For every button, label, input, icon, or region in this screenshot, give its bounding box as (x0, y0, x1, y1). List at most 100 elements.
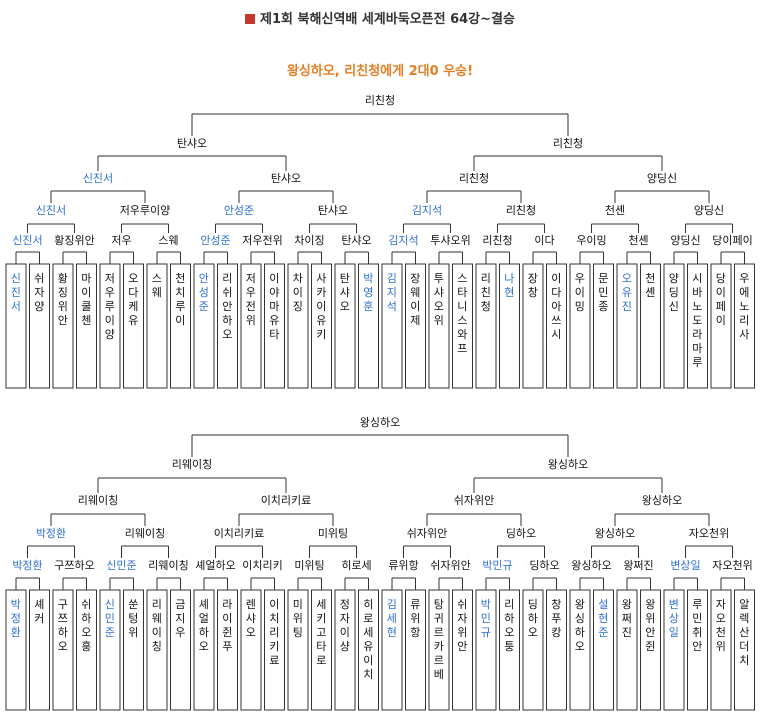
tournament-title: 제1회 북해신역배 세계바둑오픈전 64강~결승 (260, 12, 515, 27)
round-winner-label: 리친청 (482, 234, 512, 247)
round-winner-label: 리친청 (553, 137, 583, 150)
round-winner-label: 안성준 (200, 234, 230, 247)
result-headline: 왕싱하오, 리친청에게 2대0 우승! (286, 64, 474, 79)
round-winner-label: 신진서 (12, 234, 42, 247)
round-winner-label: 왕싱하오 (595, 526, 635, 540)
round-winner-label: 저우전위 (242, 234, 282, 247)
round-winner-label: 구쯔하오 (54, 558, 94, 572)
red-square-icon (245, 14, 256, 24)
round-winner-label: 저우루이양 (120, 204, 171, 217)
round-winner-label: 딩하오 (529, 558, 559, 572)
round-winner-label: 쉬자위안 (407, 527, 447, 540)
round-winner-label: 리웨이칭 (172, 458, 212, 471)
round-winner-label: 셰얼하오 (195, 558, 235, 572)
round-winner-label: 차이징 (294, 234, 324, 247)
round-winner-label: 리친청 (365, 94, 395, 107)
round-winner-label: 왕싱하오 (360, 415, 400, 429)
round-winner-label: 쉬자위안 (430, 559, 470, 572)
round-winner-label: 이치리키료 (214, 527, 265, 540)
round-winner-label: 당이페이 (712, 234, 752, 247)
round-winner-label: 왕쩌진 (623, 559, 653, 572)
round-winner-label: 변상일 (670, 558, 700, 572)
round-winner-label: 이치리키료 (261, 494, 312, 507)
round-winner-label: 양딩신 (670, 234, 700, 247)
round-winner-label: 탄샤오 (318, 204, 348, 217)
round-winner-label: 류위항 (388, 559, 418, 572)
round-winner-label: 저우 (111, 234, 131, 247)
